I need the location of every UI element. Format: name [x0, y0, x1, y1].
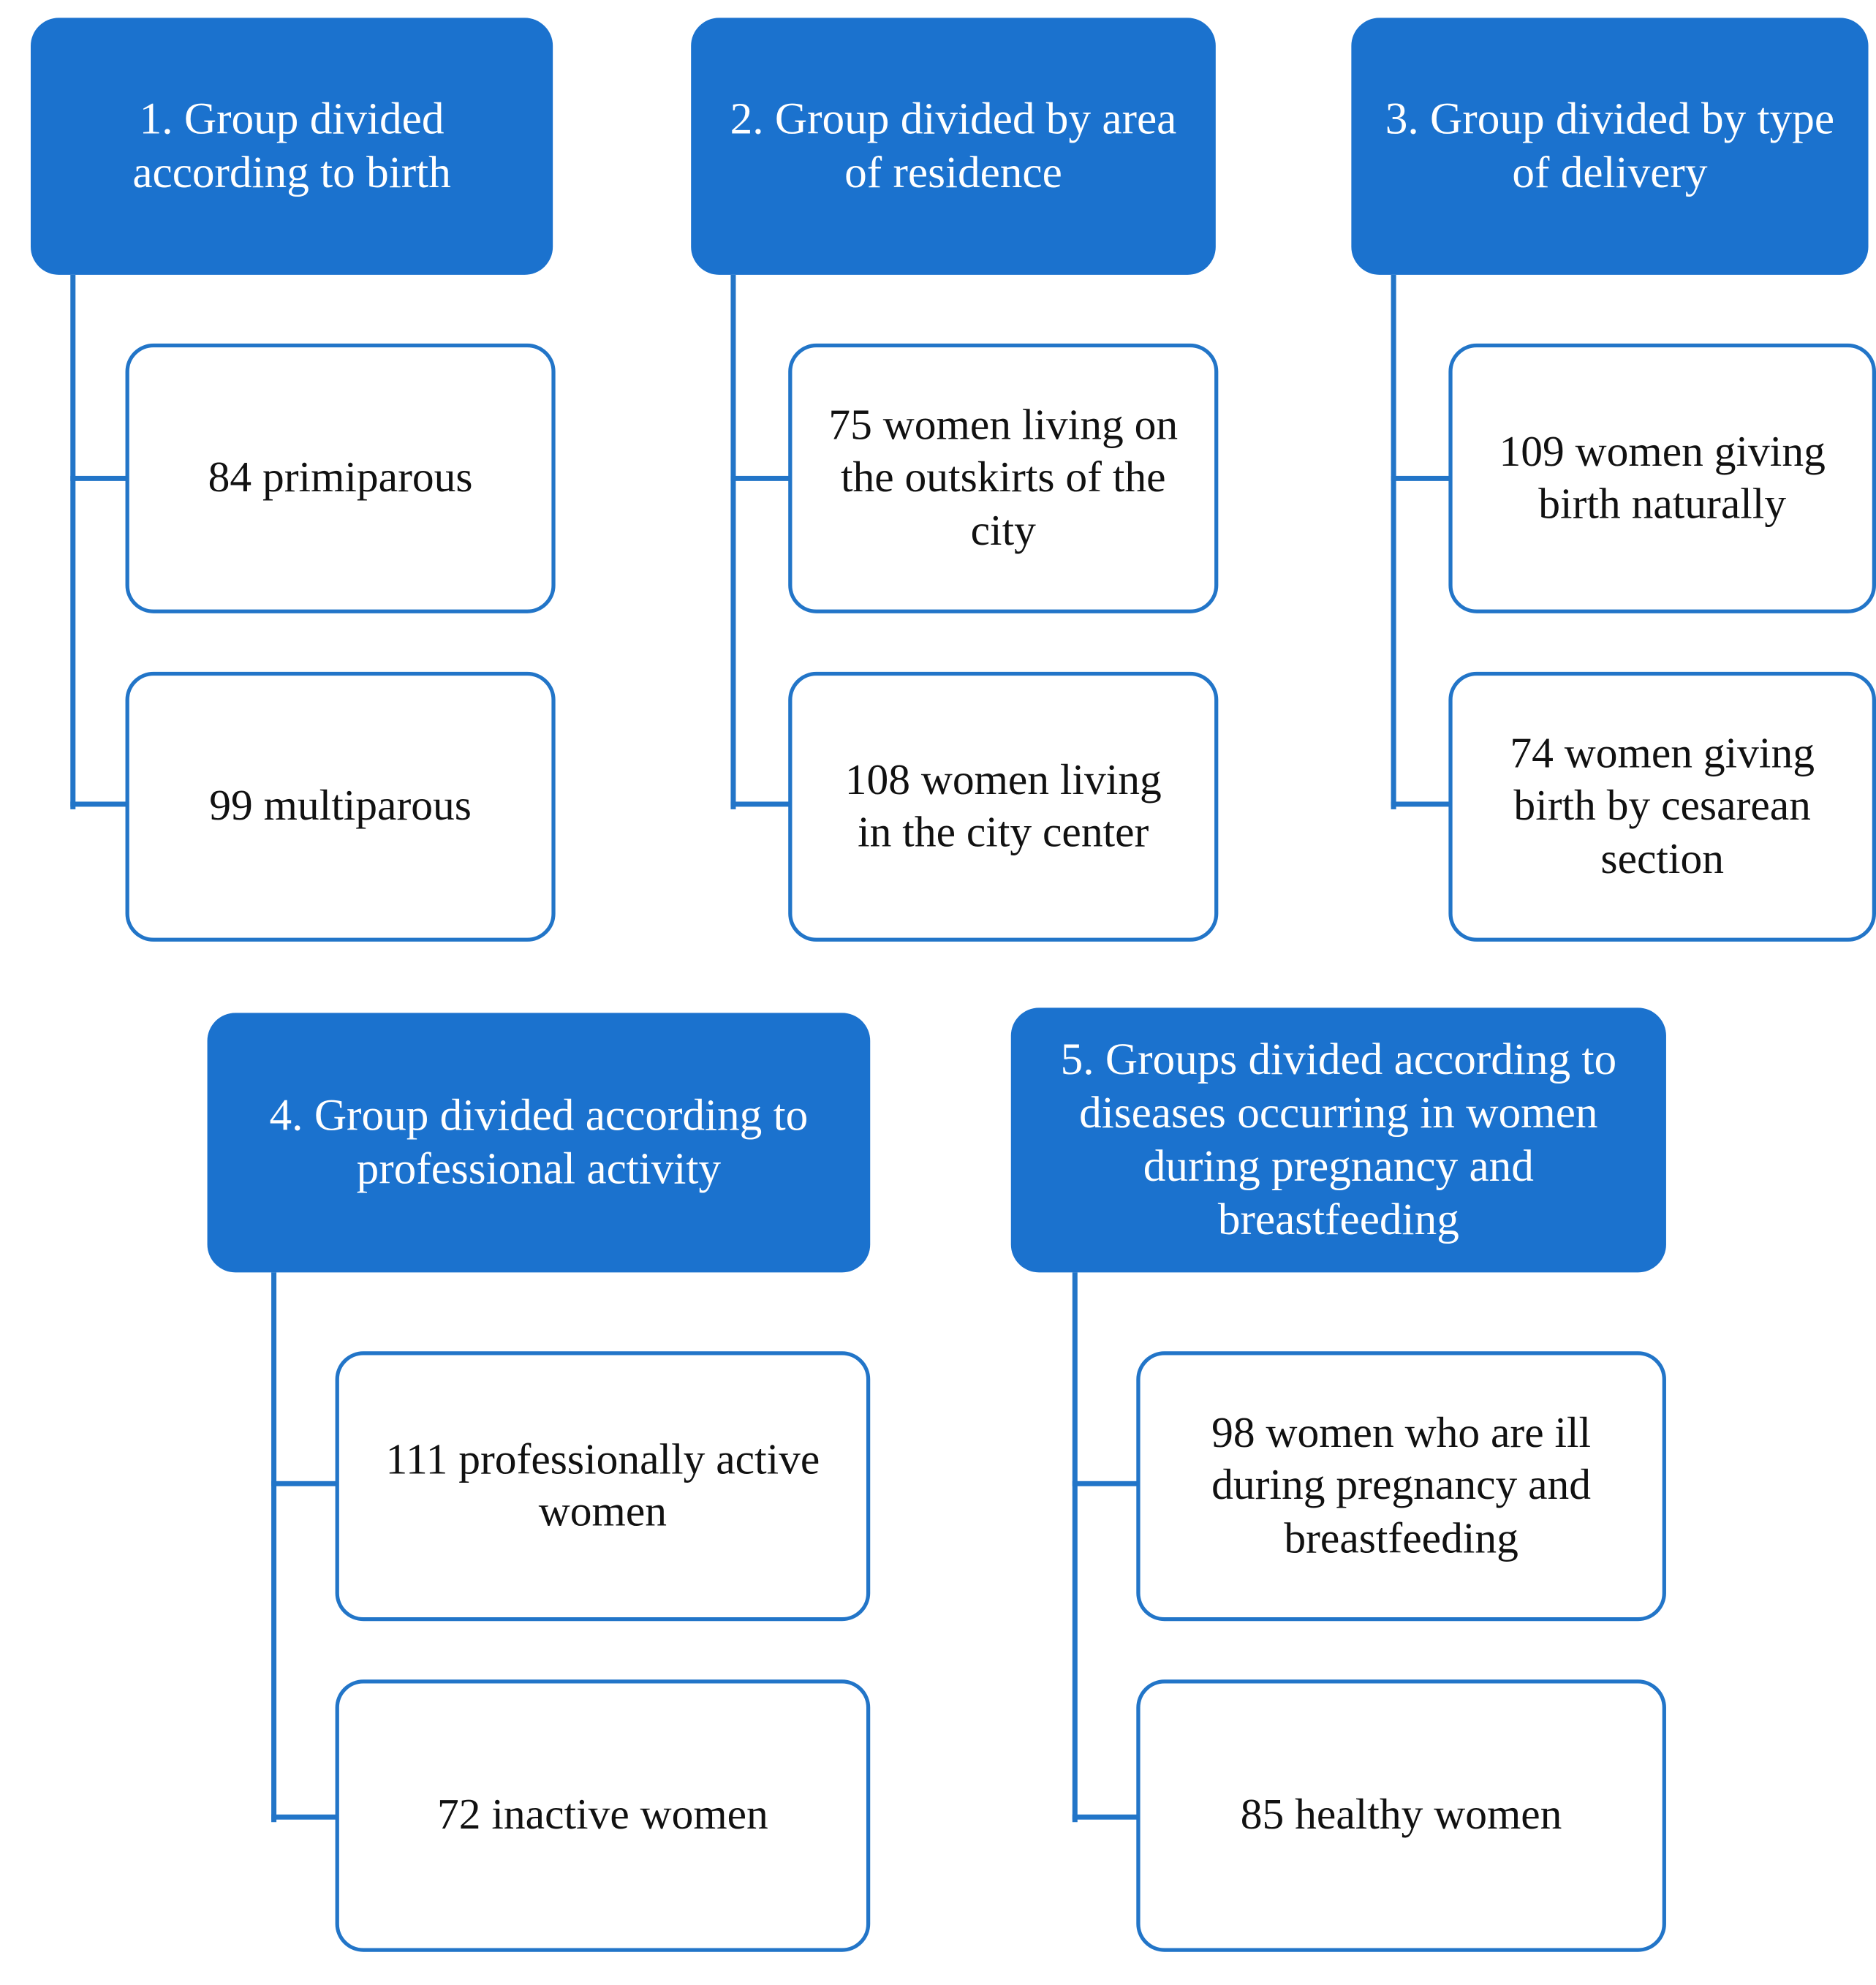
group-3-child-label-1: 109 women giving birth naturally: [1499, 428, 1826, 529]
group-5-trunk-connector: [1072, 1272, 1078, 1823]
group-5-child-box-1[interactable]: 98 women who are ill during pregnancy an…: [1136, 1351, 1666, 1622]
group-2-header-label: 2. Group divided by area of residence: [730, 94, 1177, 197]
group-1-trunk-connector: [70, 274, 76, 809]
group-2-stub-connector-2: [730, 801, 795, 807]
group-3-child-label-2: 74 women giving birth by cesarean sectio…: [1510, 730, 1815, 883]
group-1-child-label-1: 84 primiparous: [208, 454, 473, 502]
group-2-child-label-1: 75 women living on the outskirts of the …: [828, 401, 1179, 555]
group-5-child-box-2[interactable]: 85 healthy women: [1136, 1679, 1666, 1952]
group-4-child-label-1: 111 professionally active women: [385, 1436, 820, 1536]
group-5-stub-connector-2: [1072, 1814, 1144, 1820]
group-3-header-label: 3. Group divided by type of delivery: [1385, 94, 1835, 197]
group-4-child-box-1[interactable]: 111 professionally active women: [335, 1351, 871, 1622]
group-1-stub-connector-2: [70, 801, 135, 807]
group-4-header-label: 4. Group divided according to profession…: [269, 1090, 809, 1194]
group-2-stub-connector-1: [730, 475, 795, 481]
group-2-child-box-1[interactable]: 75 women living on the outskirts of the …: [788, 343, 1219, 613]
group-5-child-label-2: 85 healthy women: [1240, 1791, 1562, 1840]
group-3-trunk-connector: [1391, 274, 1396, 809]
group-3-stub-connector-1: [1391, 475, 1456, 481]
group-5-header-label: 5. Groups divided according to diseases …: [1060, 1034, 1617, 1245]
group-1-child-box-1[interactable]: 84 primiparous: [125, 343, 556, 613]
group-3-header-box[interactable]: 3. Group divided by type of delivery: [1351, 18, 1869, 275]
group-4-header-box[interactable]: 4. Group divided according to profession…: [207, 1013, 871, 1273]
group-1-header-label: 1. Group divided according to birth: [132, 94, 451, 197]
group-5-header-box[interactable]: 5. Groups divided according to diseases …: [1010, 1007, 1666, 1273]
group-2-trunk-connector: [730, 274, 736, 809]
group-3-stub-connector-2: [1391, 801, 1456, 807]
group-3-child-box-1[interactable]: 109 women giving birth naturally: [1448, 343, 1876, 613]
group-1-child-label-2: 99 multiparous: [209, 782, 472, 831]
group-4-child-box-2[interactable]: 72 inactive women: [335, 1679, 871, 1952]
group-4-stub-connector-2: [271, 1814, 344, 1820]
group-4-trunk-connector: [271, 1272, 277, 1823]
group-2-child-box-2[interactable]: 108 women living in the city center: [788, 671, 1219, 942]
group-4-child-label-2: 72 inactive women: [436, 1791, 768, 1840]
group-1-child-box-2[interactable]: 99 multiparous: [125, 671, 556, 942]
group-1-stub-connector-1: [70, 475, 135, 481]
group-3-child-box-2[interactable]: 74 women giving birth by cesarean sectio…: [1448, 671, 1876, 942]
group-2-child-label-2: 108 women living in the city center: [844, 756, 1162, 857]
group-5-stub-connector-1: [1072, 1481, 1144, 1486]
group-1-header-box[interactable]: 1. Group divided according to birth: [31, 18, 553, 275]
group-4-stub-connector-1: [271, 1481, 344, 1486]
group-5-child-label-1: 98 women who are ill during pregnancy an…: [1211, 1409, 1592, 1562]
group-2-header-box[interactable]: 2. Group divided by area of residence: [691, 18, 1216, 275]
